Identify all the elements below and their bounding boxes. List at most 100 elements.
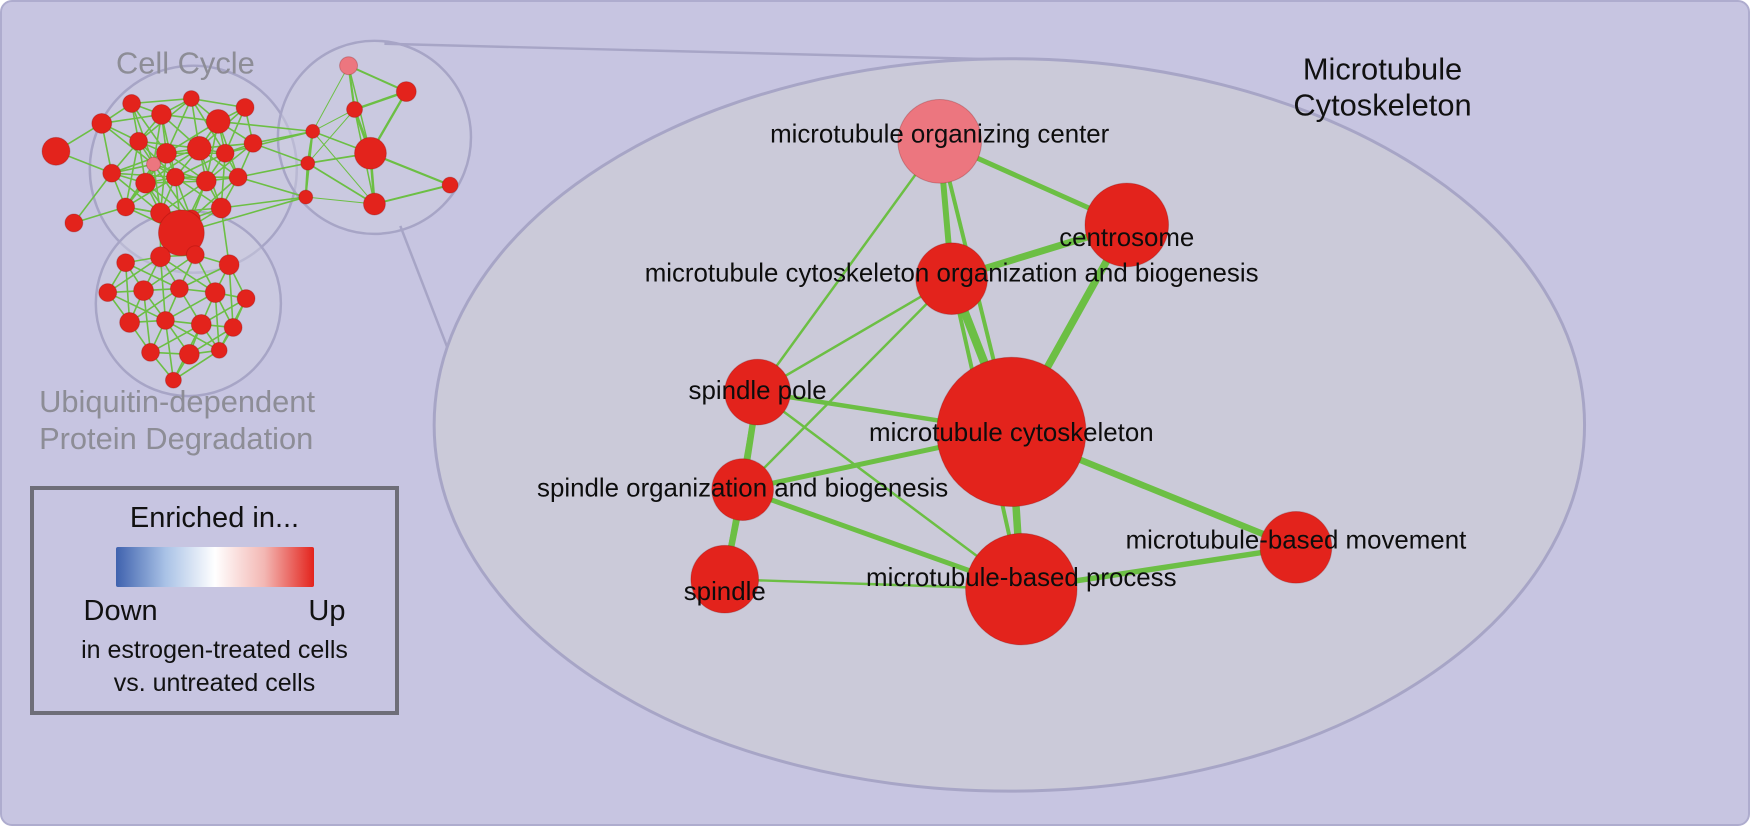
network-edge bbox=[305, 196, 375, 205]
mini-node bbox=[236, 289, 256, 309]
mini-node bbox=[98, 283, 118, 303]
node-label-spindleorg: spindle organization and biogenesis bbox=[537, 475, 948, 503]
enrichment-gradient-bar bbox=[115, 547, 314, 587]
node-label-moc: microtubule organizing center bbox=[770, 120, 1110, 148]
network-edge bbox=[101, 122, 155, 165]
network-edge bbox=[756, 277, 953, 394]
node-spindle bbox=[690, 544, 760, 614]
network-edge bbox=[374, 184, 451, 205]
legend-down-label: Down bbox=[83, 595, 158, 627]
legend-title: Enriched in... bbox=[129, 502, 300, 534]
mini-node bbox=[243, 133, 263, 153]
mini-node bbox=[102, 163, 122, 183]
legend-caption-line1: in estrogen-treated cells bbox=[81, 636, 348, 664]
mini-node bbox=[116, 253, 136, 273]
mini-node bbox=[133, 280, 155, 302]
mini-node bbox=[195, 170, 217, 192]
mini-node bbox=[362, 192, 386, 216]
legend-scale-labels: Down Up bbox=[84, 595, 346, 628]
network-edge bbox=[237, 176, 306, 198]
mini-node bbox=[354, 136, 387, 170]
mini-node bbox=[190, 313, 212, 335]
mini-node bbox=[135, 172, 156, 194]
mini-node bbox=[210, 341, 228, 359]
node-label-process: microtubule-based process bbox=[866, 564, 1176, 592]
node-label-orgbio: microtubule cytoskeleton organization an… bbox=[645, 260, 1259, 288]
mini-node bbox=[41, 136, 71, 166]
network-drawing: microtubule organizing center centrosome m… bbox=[41, 39, 1587, 793]
network-edge bbox=[73, 172, 113, 224]
network-edge bbox=[237, 162, 308, 178]
network-edge bbox=[348, 64, 407, 93]
mini-node bbox=[116, 197, 136, 217]
mini-node bbox=[150, 246, 171, 268]
network-edge bbox=[101, 113, 162, 125]
ubiquitin-cluster-label-line2: Protein Degradation bbox=[39, 421, 313, 456]
network-edge bbox=[73, 206, 126, 224]
mini-node bbox=[228, 167, 248, 187]
ubiquitin-cluster-label-line1: Ubiquitin-dependent bbox=[39, 384, 315, 419]
legend-box: Enriched in... Down Up in estrogen-treat… bbox=[30, 486, 399, 715]
network-edge bbox=[221, 196, 306, 209]
network-edge bbox=[125, 176, 176, 208]
mini-node bbox=[218, 254, 240, 276]
mini-node bbox=[155, 310, 175, 330]
mini-node bbox=[205, 108, 231, 134]
network-edge bbox=[107, 256, 161, 294]
node-label-centrosome: centrosome bbox=[1059, 224, 1194, 252]
network-edge bbox=[205, 142, 254, 182]
mini-node bbox=[441, 176, 459, 194]
legend-caption: in estrogen-treated cells vs. untreated … bbox=[81, 634, 348, 700]
network-edge bbox=[129, 287, 180, 324]
network-edge bbox=[172, 349, 220, 381]
node-movement bbox=[1259, 511, 1333, 584]
mini-node bbox=[141, 342, 160, 362]
mini-node bbox=[178, 343, 200, 365]
mini-node bbox=[157, 209, 205, 257]
mini-node bbox=[165, 167, 185, 187]
network-edge bbox=[111, 172, 161, 214]
mini-node bbox=[186, 135, 212, 161]
mini-node bbox=[155, 142, 177, 164]
network-edge bbox=[252, 142, 309, 164]
node-orgbio bbox=[915, 242, 988, 315]
mini-node bbox=[151, 104, 172, 125]
network-edge bbox=[159, 256, 167, 321]
network-edge bbox=[160, 256, 216, 294]
mini-node bbox=[185, 245, 205, 265]
network-edge bbox=[191, 97, 246, 109]
network-edge bbox=[124, 262, 131, 323]
node-label-spindle: spindle bbox=[684, 578, 766, 606]
node-spindleorg bbox=[711, 458, 774, 521]
network-edge bbox=[312, 131, 375, 205]
network-edge bbox=[165, 319, 220, 352]
mini-node bbox=[64, 213, 84, 233]
mini-node bbox=[119, 311, 141, 333]
node-cytoskeleton bbox=[936, 356, 1087, 508]
microtubule-cluster-label-line2: Cytoskeleton bbox=[1293, 87, 1471, 122]
network-edge bbox=[164, 320, 175, 381]
network-edge bbox=[224, 130, 313, 155]
mini-node bbox=[91, 112, 113, 134]
mini-node bbox=[346, 101, 363, 118]
mini-node bbox=[395, 81, 417, 103]
network-edge bbox=[143, 254, 196, 292]
network-edge bbox=[165, 98, 193, 154]
mini-node bbox=[164, 371, 182, 389]
mini-node bbox=[215, 143, 235, 163]
network-edge bbox=[131, 97, 192, 105]
cell-cycle-cluster-label: Cell Cycle bbox=[116, 46, 255, 81]
mini-node bbox=[305, 123, 321, 139]
mini-node bbox=[210, 197, 232, 219]
network-edge bbox=[218, 120, 313, 133]
mini-node bbox=[182, 90, 200, 107]
node-label-spindlepole: spindle pole bbox=[689, 377, 827, 405]
legend-up-label: Up bbox=[308, 595, 346, 627]
mini-node bbox=[298, 189, 314, 205]
mini-node bbox=[339, 56, 359, 76]
node-label-movement: microtubule-based movement bbox=[1126, 526, 1467, 554]
mini-node bbox=[300, 155, 316, 171]
node-spindlepole bbox=[724, 358, 791, 426]
